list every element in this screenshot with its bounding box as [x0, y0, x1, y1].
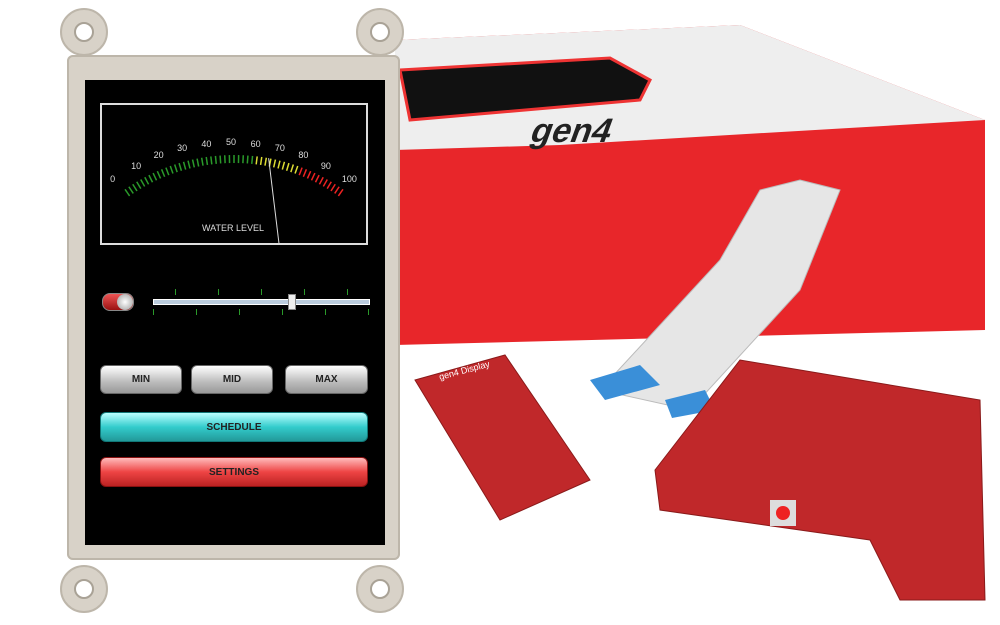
gauge-tick [200, 157, 204, 166]
slider-tick [260, 289, 262, 295]
gauge-tick-label: 0 [110, 173, 116, 184]
gauge-tick [290, 164, 295, 173]
slider-tick [368, 309, 369, 315]
cable-end-left [590, 365, 660, 400]
max-button[interactable]: MAX [285, 365, 368, 394]
gauge-tick [334, 186, 340, 194]
gauge-tick [322, 179, 328, 187]
gauge-tick [310, 172, 316, 181]
gauge-tick-label: 90 [320, 160, 331, 171]
gauge-tick [255, 156, 258, 165]
slider-tick [282, 309, 283, 315]
min-button[interactable]: MIN [100, 365, 182, 394]
slider-tick [153, 309, 154, 315]
gauge-tick-label: 70 [274, 143, 285, 153]
gauge-needle [268, 158, 280, 243]
slider-tick [303, 289, 305, 295]
gauge-tick [182, 161, 187, 170]
gauge-tick-label: 100 [341, 173, 357, 184]
gauge-tick [128, 186, 134, 194]
small-adapter-pcb [414, 354, 591, 521]
gauge-tick [219, 155, 222, 164]
slider-tick [196, 309, 197, 315]
gauge-tick [302, 169, 308, 178]
settings-button[interactable]: SETTINGS [100, 457, 368, 487]
slider-tick [174, 289, 176, 295]
gauge-tick [187, 160, 191, 169]
gauge-tick [165, 167, 170, 176]
gauge-tick [264, 157, 268, 166]
gauge-tick [326, 181, 332, 190]
mount-tab [60, 8, 108, 56]
gauge-tick [169, 165, 174, 174]
gauge-tick [205, 156, 209, 166]
display-screen: 0 10 20 30 40 50 60 70 80 90 100 WATER LEVEL MIN M… [85, 80, 385, 545]
gauge-tick-label: 20 [153, 150, 164, 161]
slider-tick [325, 309, 326, 315]
gauge-tick [306, 170, 312, 179]
schedule-button[interactable]: SCHEDULE [100, 412, 368, 442]
toggle-switch[interactable] [102, 293, 134, 311]
gauge-tick [246, 155, 249, 164]
slider-track[interactable] [153, 299, 370, 305]
gauge-tick [281, 161, 286, 170]
gauge-tick [337, 188, 344, 197]
gauge-tick [318, 176, 324, 185]
gauge-tick [277, 160, 281, 169]
gauge-tick-label: 30 [177, 143, 188, 153]
gauge-tick [259, 156, 263, 166]
gauge-tick [148, 174, 154, 183]
box-top [395, 25, 985, 150]
gauge-tick-label: 50 [226, 137, 237, 147]
gauge-tick [294, 165, 299, 174]
gauge-tick [298, 167, 303, 176]
gauge-tick [152, 172, 158, 181]
water-level-gauge: 0 10 20 30 40 50 60 70 80 90 100 WATER LEVEL [100, 103, 368, 245]
gauge-tick [214, 155, 217, 164]
gauge-tick [196, 158, 200, 167]
gauge-tick [285, 162, 290, 171]
slider-thumb[interactable] [287, 294, 296, 310]
gauge-tick [144, 176, 150, 185]
gauge-tick [251, 155, 254, 164]
gauge-tick-label: 60 [250, 138, 261, 149]
slider-tick [217, 289, 219, 295]
gauge-tick-label: 80 [298, 150, 309, 161]
gauge-tick [132, 183, 138, 192]
gauge-tick [156, 170, 162, 179]
gauge-tick [314, 174, 320, 183]
ribbon-cable [599, 179, 841, 411]
toggle-knob [117, 294, 133, 310]
mid-button[interactable]: MID [191, 365, 273, 394]
gauge-tick [330, 183, 336, 192]
gauge-tick-label: 40 [201, 138, 212, 149]
gauge-tick [178, 162, 183, 171]
mount-tab [356, 565, 404, 613]
gauge-tick [173, 164, 178, 173]
gauge-tick [124, 188, 131, 197]
box-top-display-print [398, 56, 652, 122]
gauge-tick [160, 169, 166, 178]
box-brand: gen4 [525, 112, 619, 150]
slider-tick [346, 289, 348, 295]
gauge-tick [136, 181, 142, 190]
gauge-tick [210, 156, 213, 165]
slider-tick [239, 309, 240, 315]
gauge-tick [191, 159, 196, 168]
gauge-tick [140, 179, 146, 187]
arduino-shield-pcb [654, 359, 986, 601]
gauge-tick-label: 10 [131, 160, 142, 171]
mount-tab [60, 565, 108, 613]
gauge-title: WATER LEVEL [202, 223, 265, 233]
mount-tab [356, 8, 404, 56]
gauge-tick [272, 159, 277, 168]
